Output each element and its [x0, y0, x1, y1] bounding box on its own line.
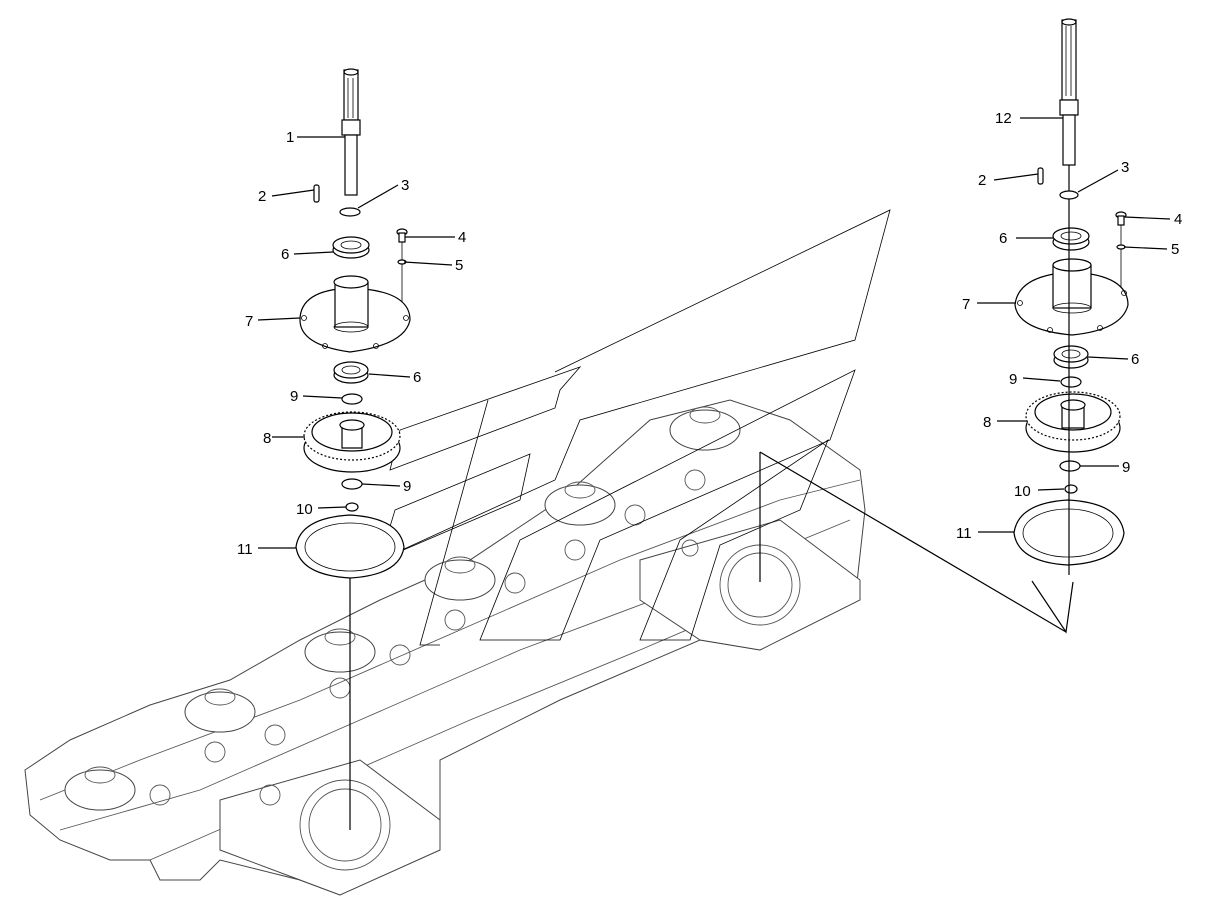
bevel-gear: [1025, 391, 1121, 453]
callout-9: 9: [403, 478, 411, 495]
callout-3: 3: [1121, 159, 1129, 176]
callout-6: 6: [281, 246, 289, 263]
retaining-ring: [1064, 484, 1078, 494]
callout-6: 6: [413, 369, 421, 386]
disc-hub: [304, 628, 376, 673]
bolt: [1115, 211, 1127, 290]
callout-5: 5: [1171, 241, 1179, 258]
callout-9: 9: [290, 388, 298, 405]
left-leader-lines: [257, 136, 455, 549]
disc-hub: [64, 766, 136, 811]
callout-7: 7: [962, 296, 970, 313]
bearing: [333, 361, 369, 384]
bearing: [332, 236, 370, 259]
callout-6: 6: [1131, 351, 1139, 368]
shim: [1060, 376, 1082, 388]
callout-12: 12: [995, 110, 1012, 127]
disc-hub: [544, 481, 616, 526]
circlip: [1059, 190, 1079, 200]
left-gear-stack: [295, 68, 411, 830]
callout-9: 9: [1122, 459, 1130, 476]
disc-hub: [424, 556, 496, 601]
callout-4: 4: [458, 229, 466, 246]
callout-11: 11: [237, 541, 253, 558]
right-leader-lines: [977, 117, 1171, 533]
bevel-gear: [303, 411, 401, 473]
callout-5: 5: [455, 257, 463, 274]
circlip: [339, 207, 361, 217]
retaining-ring: [345, 502, 359, 512]
shaft: [341, 68, 361, 196]
shim: [341, 393, 363, 405]
callout-9: 9: [1009, 371, 1017, 388]
callout-10: 10: [296, 501, 313, 518]
disc-hub: [184, 688, 256, 733]
callout-10: 10: [1014, 483, 1031, 500]
manufacturer-logo: [379, 209, 891, 646]
callout-11: 11: [956, 525, 972, 542]
shim: [1059, 460, 1081, 472]
bearing: [1052, 227, 1090, 251]
key: [1037, 167, 1044, 185]
callout-6: 6: [999, 230, 1007, 247]
right-callouts: 12 2 3 6 4 5 7 6 9 8 9 10 11: [956, 110, 1182, 542]
callout-3: 3: [401, 177, 409, 194]
gasket: [295, 514, 405, 579]
right-gear-stack: [759, 18, 1129, 634]
bearing-housing: [1014, 258, 1129, 336]
callout-1: 1: [286, 129, 294, 146]
cutter-bar: [24, 399, 866, 896]
callout-2: 2: [978, 172, 986, 189]
bearing-housing: [299, 275, 411, 353]
disc-hub: [669, 406, 741, 451]
shim: [341, 478, 363, 490]
washer: [1116, 244, 1126, 250]
callout-8: 8: [983, 414, 991, 431]
callout-2: 2: [258, 188, 266, 205]
bearing: [1053, 345, 1089, 369]
bolt: [396, 228, 408, 305]
callout-7: 7: [245, 313, 253, 330]
left-callouts: 1 2 3 6 4 5 7 6 9 8 9 10 11: [237, 129, 466, 558]
callout-4: 4: [1174, 211, 1182, 228]
long-shaft: [1059, 18, 1079, 166]
key: [313, 184, 320, 203]
callout-8: 8: [263, 430, 271, 447]
